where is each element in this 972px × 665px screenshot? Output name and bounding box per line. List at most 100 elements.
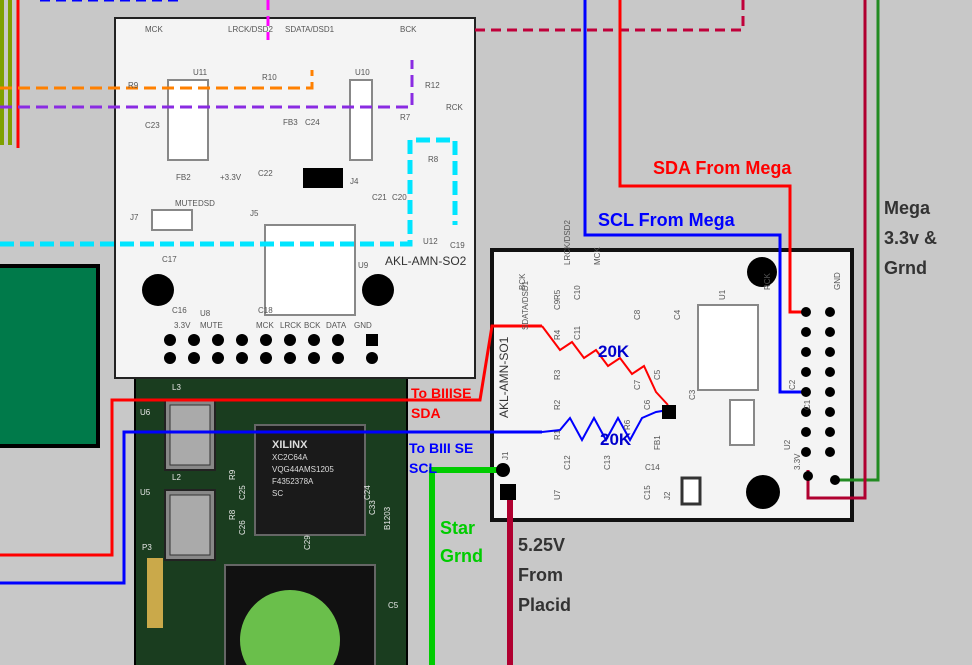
resistor-20k-1-wire <box>541 325 669 406</box>
star-ground-wire <box>429 467 503 665</box>
silkscreen-label: 3.3V <box>174 321 191 330</box>
silkscreen-label: C18 <box>258 306 273 315</box>
silkscreen-label: C23 <box>145 121 160 130</box>
silkscreen-label: C12 <box>563 455 572 470</box>
resistor-junction <box>662 405 676 419</box>
silkscreen-label: C1 <box>803 399 812 410</box>
silkscreen-label: J1 <box>501 451 510 460</box>
silkscreen-label: C22 <box>258 169 273 178</box>
silkscreen-label: R3 <box>553 369 562 380</box>
silkscreen-label: C24 <box>305 118 320 127</box>
silkscreen-label: R10 <box>262 73 277 82</box>
silkscreen-label: P3 <box>142 543 152 552</box>
star-grnd-label: Star Grnd <box>440 518 483 566</box>
silkscreen-label: C15 <box>643 485 652 500</box>
silkscreen-label: C5 <box>388 601 399 610</box>
mega-3v3-wire <box>835 0 880 482</box>
silkscreen-label: U12 <box>423 237 438 246</box>
silkscreen-label: LRCK <box>280 321 302 330</box>
orange-dashed-wire <box>0 70 314 90</box>
silkscreen-label: U7 <box>553 489 562 500</box>
main-pcb <box>134 371 408 665</box>
silkscreen-label: DATA <box>326 321 347 330</box>
silkscreen-label: C20 <box>392 193 407 202</box>
scl-from-mega-label: SCL From Mega <box>598 210 735 230</box>
crimson-dashed-wire <box>475 0 745 32</box>
silkscreen-label: C4 <box>673 309 682 320</box>
silkscreen-label: C29 <box>303 535 312 550</box>
chip-marking-line: SC <box>272 489 283 498</box>
silkscreen-label: U6 <box>140 408 151 417</box>
silkscreen-label: B1203 <box>383 506 392 530</box>
chip-marking-line: XC2C64A <box>272 453 308 462</box>
silkscreen-label: LRCK/DSD2 <box>563 220 572 265</box>
silkscreen-label: MUTE <box>175 199 198 208</box>
silkscreen-label: J5 <box>250 209 259 218</box>
silkscreen-label: R4 <box>553 329 562 340</box>
silkscreen-label: U11 <box>193 68 208 77</box>
silkscreen-label: MCK <box>593 247 602 265</box>
silkscreen-label: C33 <box>368 500 377 515</box>
silkscreen-label: J7 <box>130 213 139 222</box>
silkscreen-label: BCK <box>518 273 527 290</box>
silkscreen-label: C8 <box>633 309 642 320</box>
silkscreen-label: C11 <box>573 325 582 340</box>
silkscreen-label: C3 <box>688 389 697 400</box>
resistor-20k-2-wire <box>541 409 669 443</box>
sda-mega-wire <box>618 0 806 314</box>
placid-power-label: 5.25V From Placid <box>518 535 572 615</box>
silkscreen-label: L3 <box>172 383 181 392</box>
right-module <box>490 248 854 522</box>
silkscreen-label: C17 <box>162 255 177 264</box>
silkscreen-label: C6 <box>643 399 652 410</box>
silkscreen-label: C2 <box>788 379 797 390</box>
top-header-pins <box>164 334 378 364</box>
silkscreen-label: GND <box>833 272 842 290</box>
silkscreen-label: RCK <box>763 272 772 290</box>
header-pins <box>496 307 840 500</box>
silkscreen-label: R1 <box>553 429 562 440</box>
silkscreen-label: R5 <box>553 289 562 300</box>
silkscreen-label: R7 <box>400 113 411 122</box>
silkscreen-label: R8 <box>428 155 439 164</box>
silkscreen-label: FB1 <box>653 435 662 450</box>
sda-biiise-wire <box>0 324 542 557</box>
mega-gnd-wire <box>806 0 867 500</box>
silkscreen-label: LRCK/DSD2 <box>228 25 273 34</box>
chip-marking-line: XILINX <box>272 439 308 451</box>
silkscreen-label: FB2 <box>176 173 191 182</box>
silkscreen-label: U1 <box>718 289 727 300</box>
silkscreen-label: C16 <box>172 306 187 315</box>
silkscreen-label: 3.3V <box>793 453 802 470</box>
silkscreen-label: FB3 <box>283 118 298 127</box>
silkscreen-label: SDATA/DSD1 <box>285 25 335 34</box>
silkscreen-label: MUTE <box>200 321 223 330</box>
scl-mega-wire <box>583 0 806 394</box>
chip-marking-line: VQG44AMS1205 <box>272 465 334 474</box>
silkscreen-label: R9 <box>228 469 237 480</box>
silkscreen-label: MCK <box>145 25 163 34</box>
resistor-1-label: 20K <box>598 342 630 361</box>
silkscreen-label: C25 <box>238 485 247 500</box>
silkscreen-label: DSD <box>198 199 215 208</box>
silkscreen-label: L2 <box>172 473 181 482</box>
silkscreen-label: R12 <box>425 81 440 90</box>
resistor-2-label: 20K <box>600 430 632 449</box>
silkscreen-label: C10 <box>573 285 582 300</box>
silkscreen-label: R6 <box>623 419 632 430</box>
silkscreen-label: C19 <box>450 241 465 250</box>
silkscreen-label: C14 <box>645 463 660 472</box>
silkscreen-label: C9 <box>553 299 562 310</box>
silkscreen-label: C26 <box>238 520 247 535</box>
cyan-dashed-wire <box>0 137 458 247</box>
silkscreen-label: BCK <box>400 25 417 34</box>
silkscreen-label: C21 <box>372 193 387 202</box>
silkscreen-label: U8 <box>200 309 211 318</box>
silkscreen-label: C7 <box>633 379 642 390</box>
purple-dashed-wire <box>0 60 414 109</box>
